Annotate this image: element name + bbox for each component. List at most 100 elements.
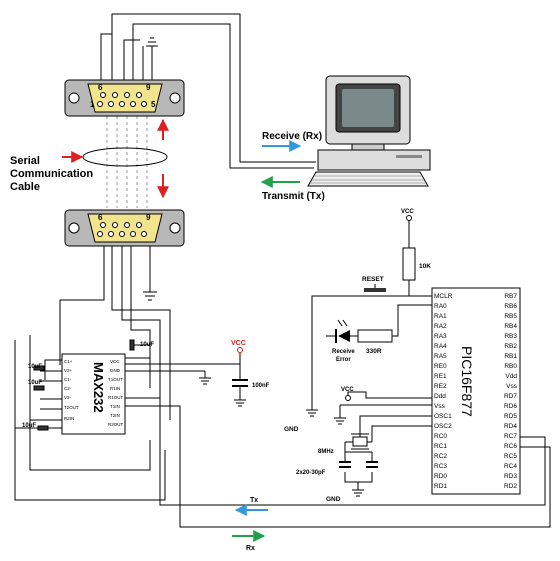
svg-text:RE0: RE0	[434, 363, 447, 370]
led-resistor-label: 330R	[366, 348, 382, 355]
cap-left1-label: 10uF	[28, 364, 42, 370]
svg-text:Vss: Vss	[506, 383, 518, 390]
svg-text:RC1: RC1	[434, 443, 447, 450]
cap-top-label: 10uF	[140, 342, 154, 348]
max232-capacitors	[33, 339, 135, 431]
svg-text:RA3: RA3	[434, 333, 447, 340]
crystal-label: 8MHz	[318, 449, 334, 455]
crystal-capacitors	[339, 461, 378, 468]
svg-text:VCC: VCC	[341, 387, 354, 393]
svg-text:MCLR: MCLR	[434, 293, 453, 300]
mcu-right-pins: RB7 RB6 RB5 RB4 RB3 RB2 RB1 RB0 Vdd Vss …	[504, 293, 518, 490]
svg-text:R1IN: R1IN	[110, 386, 120, 391]
svg-text:Ddd: Ddd	[434, 393, 446, 400]
crystal-icon	[351, 433, 369, 450]
receive-label: Receive (Rx)	[262, 131, 322, 142]
svg-text:RB6: RB6	[504, 303, 517, 310]
svg-text:RB4: RB4	[504, 323, 517, 330]
led-icon	[335, 319, 350, 343]
svg-text:RD7: RD7	[504, 393, 517, 400]
svg-text:RE2: RE2	[434, 383, 447, 390]
svg-text:V2+: V2+	[64, 368, 73, 373]
svg-text:T2IN: T2IN	[110, 413, 120, 418]
svg-text:RD1: RD1	[434, 483, 447, 490]
ground-symbol-mcu	[334, 417, 346, 425]
svg-text:Serial: Serial	[10, 155, 40, 167]
svg-text:GND: GND	[110, 368, 121, 373]
reset-switch	[361, 284, 390, 297]
svg-text:9: 9	[146, 83, 151, 92]
mcu-left-pins: MCLR RA0 RA1 RA2 RA3 RA4 RA5 RE0 RE1 RE2…	[434, 293, 453, 490]
svg-text:RC2: RC2	[434, 453, 447, 460]
svg-text:T2OUT: T2OUT	[64, 405, 79, 410]
svg-text:RB1: RB1	[504, 353, 517, 360]
svg-text:RB5: RB5	[504, 313, 517, 320]
transmit-label: Transmit (Tx)	[262, 191, 325, 202]
svg-text:RB2: RB2	[504, 343, 517, 350]
svg-text:1: 1	[90, 100, 95, 109]
led-label-error: Error	[336, 357, 351, 363]
db9-connector-bottom: 6 9	[64, 209, 185, 247]
svg-text:RD6: RD6	[504, 403, 517, 410]
svg-text:RC3: RC3	[434, 463, 447, 470]
vcc-symbol-mcu: VCC	[341, 387, 354, 401]
svg-text:VCC: VCC	[231, 340, 246, 347]
svg-text:RA1: RA1	[434, 313, 447, 320]
svg-text:RD3: RD3	[504, 473, 517, 480]
cable-bundle-ellipse	[82, 147, 168, 167]
svg-text:T1IN: T1IN	[110, 404, 120, 409]
svg-text:RD5: RD5	[504, 413, 517, 420]
vcc-symbol-max232: VCC	[231, 340, 246, 353]
svg-text:RA4: RA4	[434, 343, 447, 350]
svg-text:RC5: RC5	[504, 453, 517, 460]
db9-connector-top: 6 9 1 5	[64, 79, 185, 117]
svg-text:R2IN: R2IN	[64, 416, 74, 421]
svg-text:V2-: V2-	[64, 395, 72, 400]
gnd-label-1: GND	[284, 426, 299, 433]
svg-text:T1OUT: T1OUT	[108, 377, 123, 382]
pic16f877-chip: PIC16F877 MCLR RA0 RA1 RA2 RA3 RA4 RA5 R…	[431, 287, 521, 495]
svg-text:RA0: RA0	[434, 303, 447, 310]
svg-text:VCC: VCC	[401, 209, 414, 215]
serial-cable-lines	[106, 116, 148, 208]
gnd-label-2: GND	[326, 496, 341, 503]
svg-text:RC0: RC0	[434, 433, 447, 440]
svg-text:RC7: RC7	[504, 433, 517, 440]
svg-text:C2-: C2-	[64, 386, 72, 391]
svg-text:RA2: RA2	[434, 323, 447, 330]
cap-left3-label: 10uF	[22, 423, 36, 429]
decoupling-capacitor	[232, 379, 248, 390]
svg-text:Cable: Cable	[10, 181, 40, 193]
decoupling-cap-label: 100nF	[252, 383, 270, 389]
svg-text:C1-: C1-	[64, 377, 72, 382]
wiring	[14, 13, 551, 528]
crystal-caps-label: 2x20-30pF	[296, 470, 326, 476]
svg-text:RE1: RE1	[434, 373, 447, 380]
led-resistor	[357, 329, 393, 343]
svg-text:MAX232: MAX232	[91, 362, 106, 413]
svg-text:RC4: RC4	[504, 463, 517, 470]
svg-text:RD4: RD4	[504, 423, 517, 430]
svg-text:PIC16F877: PIC16F877	[459, 346, 475, 417]
svg-text:RA5: RA5	[434, 353, 447, 360]
pullup-resistor	[402, 247, 416, 281]
tx-label: Tx	[250, 497, 258, 504]
svg-text:RB0: RB0	[504, 363, 517, 370]
svg-text:Vdd: Vdd	[505, 373, 517, 380]
reset-label: RESET	[362, 276, 384, 283]
svg-text:RB7: RB7	[504, 293, 517, 300]
rx-label: Rx	[246, 545, 255, 552]
svg-text:9: 9	[146, 213, 151, 222]
svg-text:Vss: Vss	[434, 403, 446, 410]
svg-text:RB3: RB3	[504, 333, 517, 340]
svg-text:RC6: RC6	[504, 443, 517, 450]
svg-text:R1OUT: R1OUT	[108, 395, 124, 400]
svg-text:5: 5	[151, 100, 156, 109]
svg-text:VCC: VCC	[110, 359, 120, 364]
svg-text:RD2: RD2	[504, 483, 517, 490]
led-label-receive: Receive	[332, 349, 355, 355]
cable-label: Serial Communication Cable	[10, 155, 93, 193]
cap-left2-label: 10uF	[28, 380, 42, 386]
svg-text:R2OUT: R2OUT	[108, 422, 124, 427]
